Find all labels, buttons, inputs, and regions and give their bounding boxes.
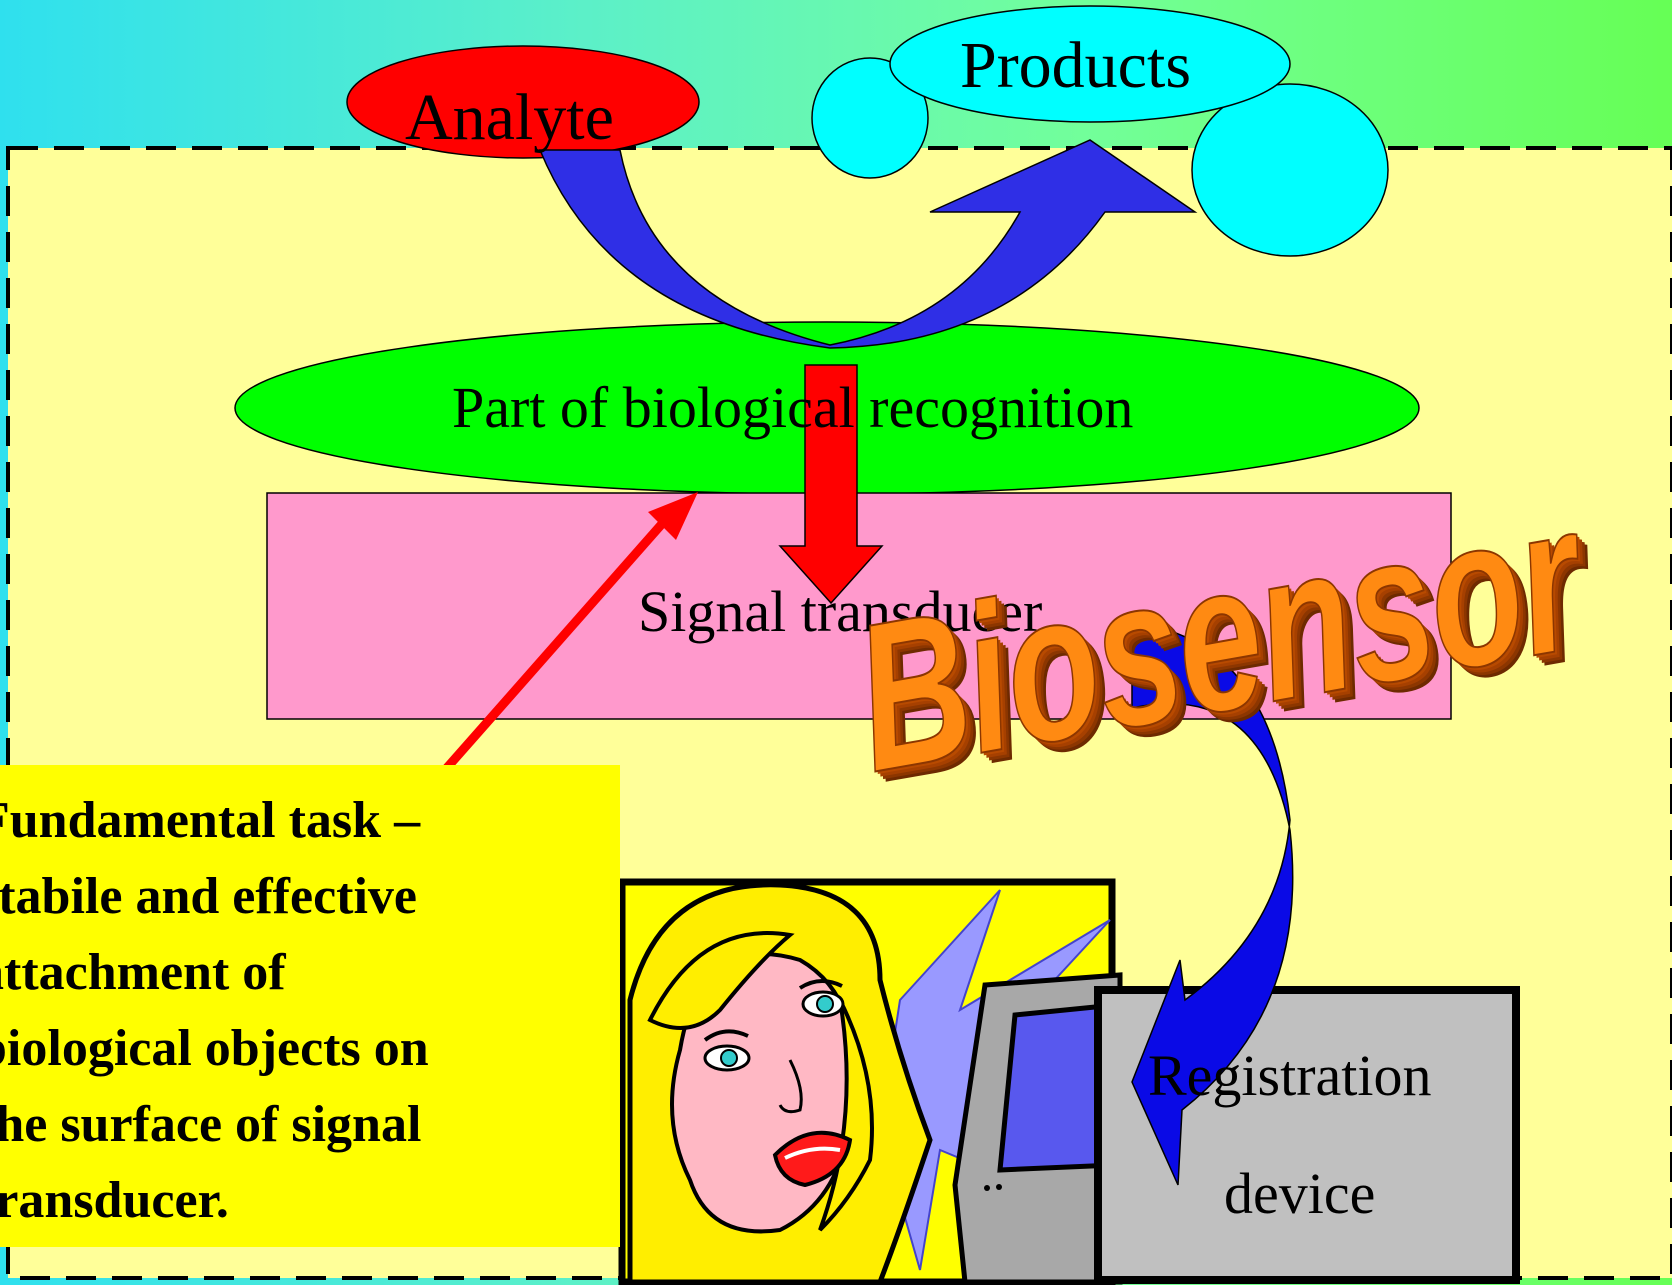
task-callout: Fundamental task – stabile and effective… xyxy=(0,765,620,1247)
computer-monitor-clipart-icon xyxy=(952,972,1123,1285)
transducer-label: Signal transducer xyxy=(638,579,1043,644)
curved-arrow-analyte-to-products xyxy=(538,139,1198,349)
woman-clipart-icon xyxy=(627,882,933,1285)
curved-arrow-transducer-to-registration xyxy=(1131,621,1294,1186)
products-bubble-large xyxy=(1191,83,1389,257)
red-diagonal-arrow-line xyxy=(441,514,672,773)
registration-label-line1: Registration xyxy=(1148,1043,1432,1108)
red-diagonal-arrow-head xyxy=(648,492,698,540)
registration-label-line2: device xyxy=(1224,1161,1376,1226)
products-ellipse xyxy=(889,5,1291,123)
recognition-label: Part of biological recognition xyxy=(452,375,1134,440)
products-bubble-small xyxy=(811,57,929,179)
task-text: Fundamental task – stabile and effective… xyxy=(0,792,429,1229)
transducer-rect xyxy=(266,492,1452,720)
analyte-ellipse xyxy=(346,45,700,159)
analyte-label: Analyte xyxy=(405,81,614,154)
red-down-arrow xyxy=(778,364,884,605)
products-label: Products xyxy=(960,29,1191,102)
